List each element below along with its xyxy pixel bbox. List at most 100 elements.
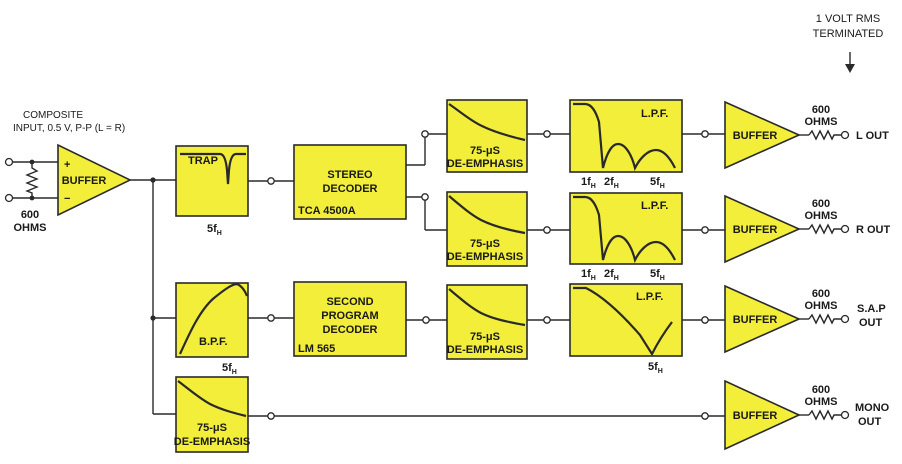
stereo-out-left-node [421, 130, 429, 138]
sap-decoder-line3: DECODER [322, 324, 377, 336]
lpf-right-tick2: 2fH [604, 268, 619, 282]
lpf-left-label: L.P.F. [641, 108, 668, 120]
buffer-sap-label: BUFFER [733, 314, 778, 326]
out-mono-label-line2: OUT [858, 416, 882, 428]
stereo-decoder-chip: TCA 4500A [298, 205, 356, 217]
buffer-sap: BUFFER [724, 284, 801, 354]
out-mono-ohms-value: 600 [812, 384, 830, 396]
input-wiring [11, 161, 58, 199]
out-left-terminal[interactable] [840, 130, 850, 140]
sap-decoder-block: SECOND PROGRAM DECODER LM 565 [293, 281, 407, 357]
deemph-mono-line1: 75-μS [197, 422, 227, 434]
note-line1: 1 VOLT RMS [816, 13, 880, 25]
out-left-ohms-value: 600 [812, 104, 830, 116]
sap-decoder-out-node [422, 316, 430, 324]
input-resistor-icon [25, 162, 39, 198]
deemph-left-block: 75-μS DE-EMPHASIS [446, 99, 528, 173]
input-label-line2: INPUT, 0.5 V, P-P (L = R) [13, 123, 125, 134]
sap-decoder-line2: PROGRAM [321, 310, 378, 322]
deemph-right-block: 75-μS DE-EMPHASIS [446, 191, 528, 267]
sap-decoder-line1: SECOND [326, 296, 373, 308]
input-terminal-top[interactable] [4, 157, 14, 167]
lpf-left-block: L.P.F. [569, 99, 683, 173]
deemph-left-out-node [543, 130, 551, 138]
trap-block: TRAP [175, 145, 249, 217]
buffer-left: BUFFER [724, 100, 801, 170]
lpf-sap-block: L.P.F. [569, 283, 683, 357]
deemph-sap-out-node [543, 316, 551, 324]
input-ohms-unit: OHMS [14, 222, 47, 234]
deemph-right-line1: 75-μS [470, 238, 500, 250]
out-sap-label-line2: OUT [859, 317, 883, 329]
out-mono-terminal[interactable] [840, 410, 850, 420]
deemph-left-line1: 75-μS [470, 145, 500, 157]
out-mono-label-line1: MONO [855, 402, 890, 414]
deemph-left-line2: DE-EMPHASIS [447, 158, 523, 170]
deemph-sap-line1: 75-μS [470, 331, 500, 343]
out-sap-resistor-icon [808, 313, 841, 325]
input-buffer-label: BUFFER [62, 175, 107, 187]
bpf-block: B.P.F. [175, 282, 249, 358]
note-line2: TERMINATED [813, 28, 884, 40]
out-right-ohms-unit: OHMS [805, 210, 838, 222]
buffer-right: BUFFER [724, 194, 801, 264]
mono-in-node [701, 412, 709, 420]
buffer-mono: BUFFER [724, 379, 801, 451]
out-sap-label-line1: S.A.P [857, 303, 886, 315]
out-left-ohms-unit: OHMS [805, 116, 838, 128]
stereo-decoder-block: STEREO DECODER TCA 4500A [293, 144, 407, 220]
bpf-out-node [267, 314, 275, 322]
out-mono-ohms-unit: OHMS [805, 396, 838, 408]
sap-decoder-chip: LM 565 [298, 343, 335, 355]
lpf-left-out-node [701, 130, 709, 138]
stereo-decoder-line1: STEREO [327, 169, 373, 181]
out-sap-terminal[interactable] [840, 314, 850, 324]
deemph-sap-line2: DE-EMPHASIS [447, 344, 523, 356]
stereo-decoder-line2: DECODER [322, 183, 377, 195]
deemph-right-line2: DE-EMPHASIS [447, 251, 523, 263]
lpf-sap-label: L.P.F. [636, 291, 663, 303]
input-buffer-plus: + [64, 159, 70, 171]
lpf-right-label: L.P.F. [641, 200, 668, 212]
deemph-sap-block: 75-μS DE-EMPHASIS [446, 284, 528, 360]
stereo-split-wiring [406, 133, 447, 231]
input-buffer: + − BUFFER [57, 143, 132, 217]
trap-freq: 5fH [207, 223, 222, 237]
stereo-out-right-node [421, 193, 429, 201]
input-buffer-minus: − [64, 193, 70, 205]
out-sap-ohms-unit: OHMS [805, 300, 838, 312]
trunk-wiring [130, 179, 176, 415]
lpf-sap-out-node [701, 316, 709, 324]
out-right-ohms-value: 600 [812, 198, 830, 210]
deemph-mono-block: 75-μS DE-EMPHASIS [174, 376, 250, 453]
lpf-right-out-node [701, 226, 709, 234]
bpf-label: B.P.F. [199, 336, 228, 348]
lpf-left-tick2: 2fH [604, 176, 619, 190]
buffer-right-label: BUFFER [733, 224, 778, 236]
deemph-right-out-node [543, 226, 551, 234]
trunk-junction-main [150, 177, 156, 183]
bpf-freq: 5fH [222, 362, 237, 376]
input-terminal-bottom[interactable] [4, 193, 14, 203]
buffer-mono-label: BUFFER [733, 410, 778, 422]
out-left-wiring [799, 129, 841, 141]
out-mono-wiring [799, 409, 841, 421]
lpf-right-tick5: 5fH [650, 268, 665, 282]
out-mono-resistor-icon [808, 409, 841, 421]
note-arrow [845, 52, 855, 73]
lpf-sap-tick5: 5fH [648, 361, 663, 375]
out-sap-wiring [799, 313, 841, 325]
deemph-mono-line2: DE-EMPHASIS [174, 436, 250, 448]
lpf-right-tick1: 1fH [581, 268, 596, 282]
lpf-left-tick1: 1fH [581, 176, 596, 190]
out-right-terminal[interactable] [840, 224, 850, 234]
out-right-label: R OUT [856, 224, 891, 236]
input-label-line1: COMPOSITE [23, 110, 83, 121]
lpf-right-block: L.P.F. [569, 192, 683, 265]
out-right-resistor-icon [808, 223, 841, 235]
lpf-left-tick5: 5fH [650, 176, 665, 190]
trap-out-node [267, 177, 275, 185]
out-right-wiring [799, 223, 841, 235]
buffer-left-label: BUFFER [733, 130, 778, 142]
